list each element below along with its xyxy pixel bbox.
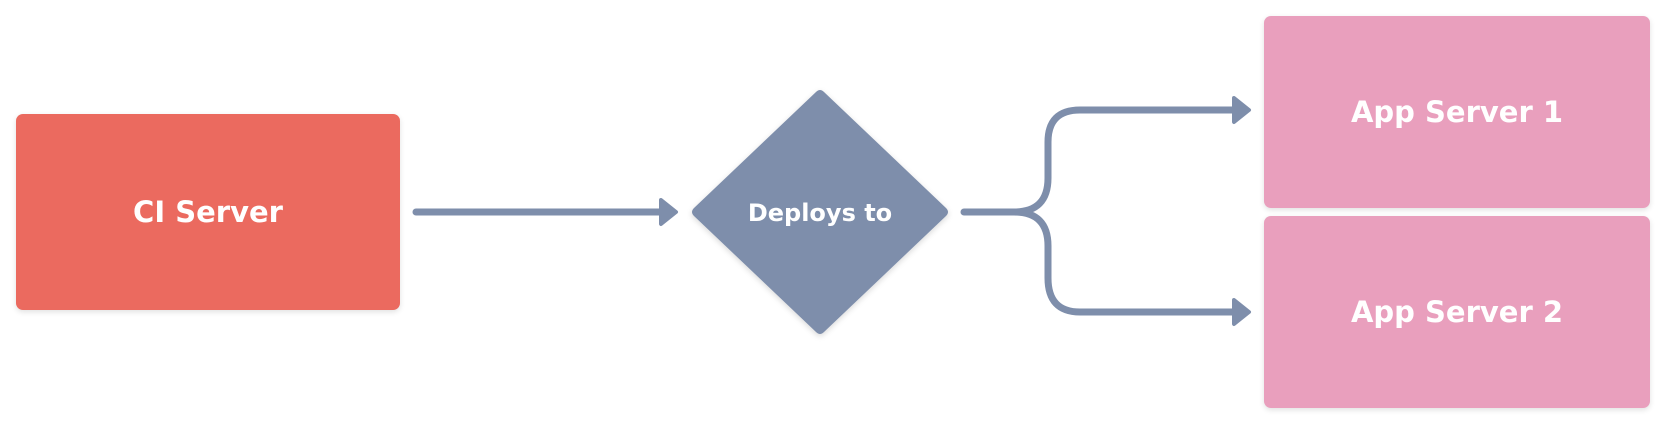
arrowhead-to-app-server-1 xyxy=(1232,96,1251,124)
ci-server-node[interactable]: CI Server xyxy=(16,114,400,310)
app-server-1-label: App Server 1 xyxy=(1350,95,1564,129)
arrowhead-to-app-server-2 xyxy=(1232,298,1251,326)
app-server-2-node[interactable]: App Server 2 xyxy=(1264,216,1650,408)
edge-decision-to-app-server-2 xyxy=(1010,208,1241,316)
arrowhead-ci-to-decision xyxy=(659,198,678,226)
app-server-2-label: App Server 2 xyxy=(1350,295,1564,329)
decision-diamond[interactable] xyxy=(692,90,948,334)
decision-label: Deploys to xyxy=(747,199,893,227)
app-server-1-node[interactable]: App Server 1 xyxy=(1264,16,1650,208)
edge-decision-to-app-server-1 xyxy=(960,106,1241,216)
ci-server-label: CI Server xyxy=(133,195,283,229)
